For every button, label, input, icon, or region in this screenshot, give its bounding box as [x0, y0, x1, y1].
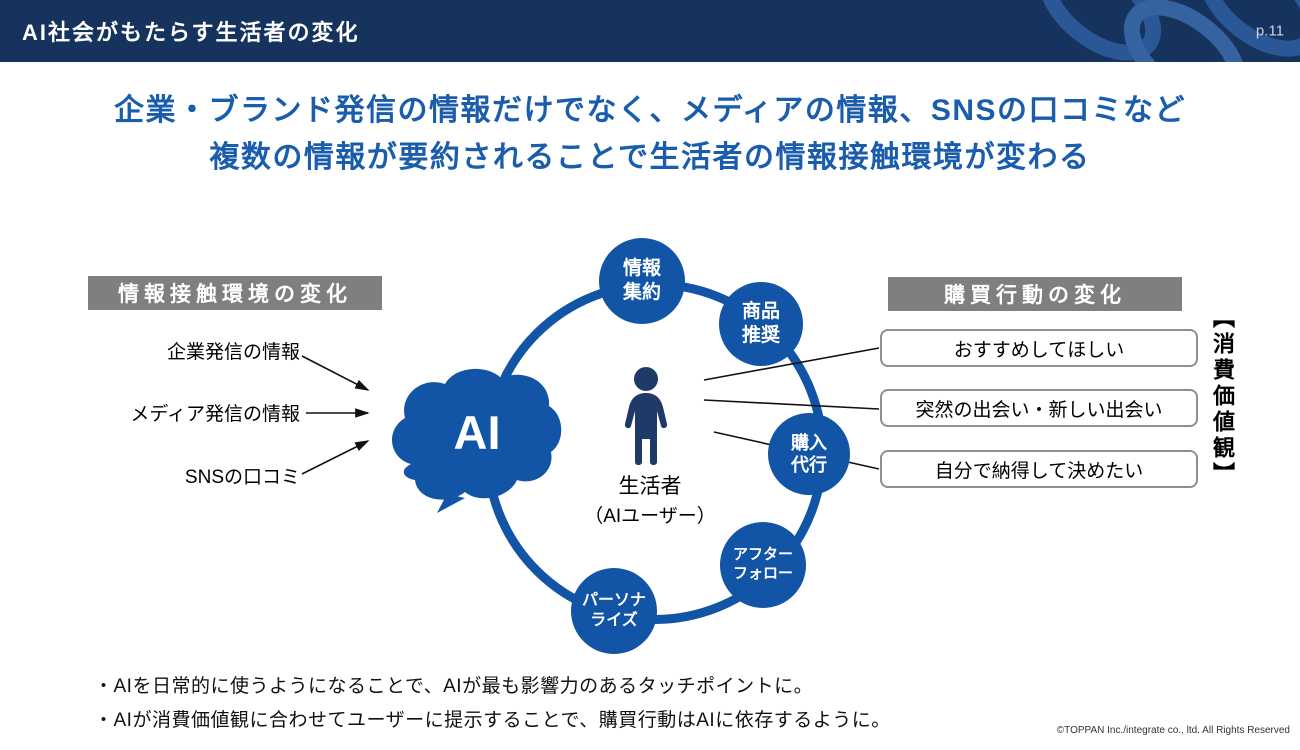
info-source-media: メディア発信の情報 — [130, 404, 300, 425]
node-label: 情報 集約 — [622, 258, 661, 303]
node-after-follow: アフター フォロー — [720, 522, 806, 608]
bubble-encounter: 突然の出会い・新しい出会い — [880, 389, 1198, 427]
arrow-corporate-to-ai — [301, 355, 370, 391]
footnote-1: ・AIを日常的に使うようになることで、AIが最も影響力のあるタッチポイントに。 — [94, 676, 814, 697]
node-product-recommendation: 商品 推奨 — [719, 282, 803, 366]
node-purchase-agent: 購入 代行 — [768, 413, 850, 495]
ai-brain-shape: AI — [392, 368, 562, 513]
node-label: パーソナ ライズ — [581, 592, 646, 629]
info-source-corporate: 企業発信の情報 — [166, 342, 300, 363]
ai-label: AI — [454, 406, 501, 459]
main-title: 企業・ブランド発信の情報だけでなく、メディアの情報、SNSの口コミなど 複数の情… — [0, 88, 1300, 181]
main-title-line-2: 複数の情報が要約されることで生活者の情報接触環境が変わる — [209, 140, 1091, 174]
person-label: 生活者 — [618, 475, 682, 498]
bubble-decide-myself: 自分で納得して決めたい — [880, 450, 1198, 488]
left-section-heading: 情報接触環境の変化 — [88, 276, 382, 310]
node-info-aggregation: 情報 集約 — [599, 238, 685, 324]
header-bar: AI社会がもたらす生活者の変化 p.11 — [0, 0, 1300, 62]
node-label: 商品 推奨 — [741, 301, 780, 346]
right-section-heading: 購買行動の変化 — [888, 277, 1182, 311]
bubble-recommend: おすすめしてほしい — [880, 329, 1198, 367]
person-sublabel: （AIユーザー） — [584, 506, 716, 527]
brain-blob — [392, 368, 562, 500]
page-number: p.11 — [1255, 22, 1284, 40]
node-personalize: パーソナ ライズ — [571, 568, 657, 654]
slide-title: AI社会がもたらす生活者の変化 — [22, 20, 360, 45]
arrow-sns-to-ai — [301, 440, 370, 475]
infinity-pattern-icon — [1038, 0, 1300, 62]
info-source-sns: SNSの口コミ — [184, 467, 300, 488]
main-title-line-1: 企業・ブランド発信の情報だけでなく、メディアの情報、SNSの口コミなど — [113, 94, 1187, 127]
node-label: アフター フォロー — [732, 546, 793, 582]
footnote-2: ・AIが消費価値観に合わせてユーザーに提示することで、購買行動はAIに依存するよ… — [94, 710, 891, 731]
copyright: ©TOPPAN Inc./integrate co., ltd. All Rig… — [1056, 725, 1290, 736]
person-icon — [624, 367, 668, 465]
node-label: 購入 代行 — [791, 432, 827, 476]
consumer-values-label: 【消費価値観】 — [1210, 306, 1235, 488]
brain-tail — [437, 494, 465, 513]
